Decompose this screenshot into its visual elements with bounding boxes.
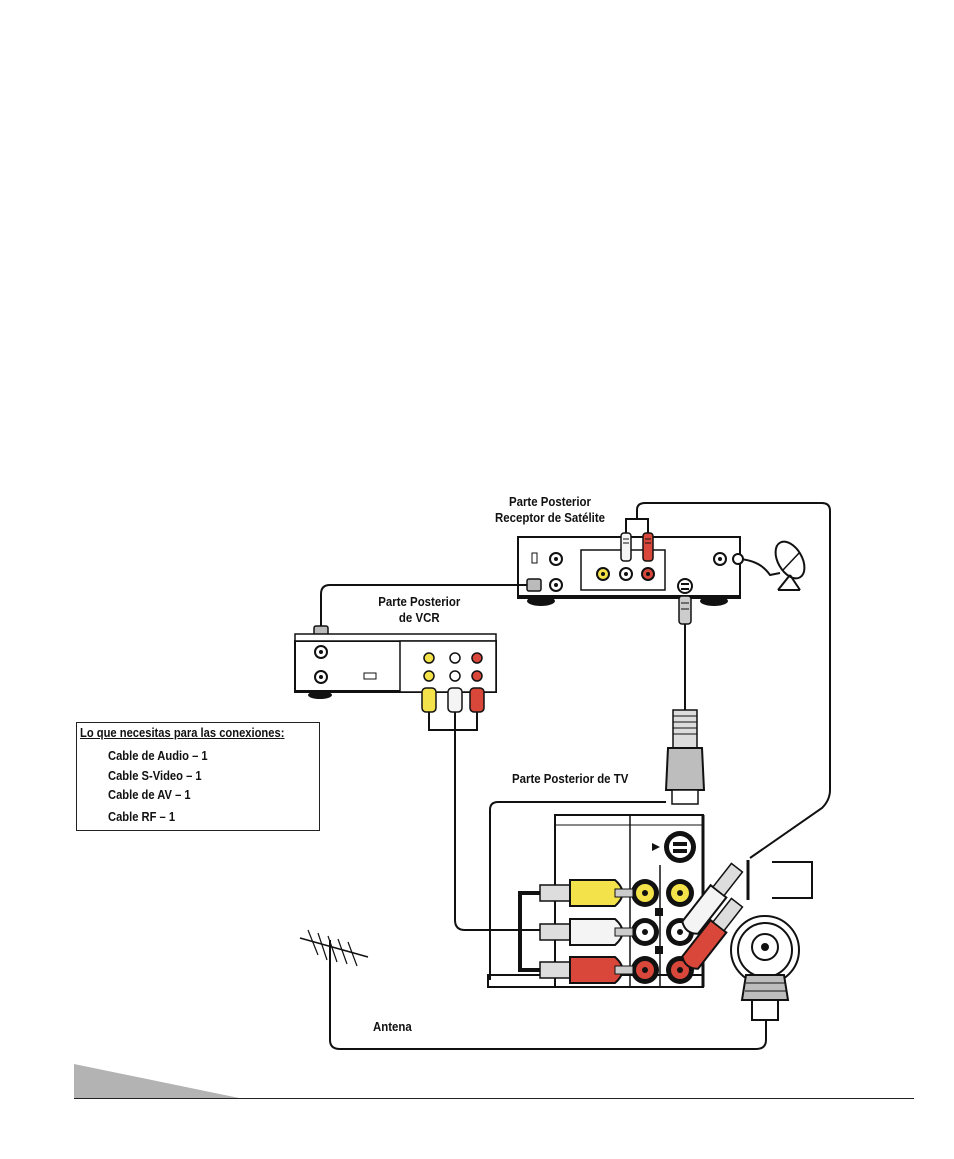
needs-item-av-cable: Cable de AV – 1: [108, 787, 191, 802]
needs-title-text: Lo que necesitas para las conexiones: [80, 725, 281, 740]
vcr-header-line2: de VCR: [398, 610, 440, 625]
needs-title: Lo que necesitas para las conexiones:: [80, 725, 284, 740]
needs-item-audio-cable: Cable de Audio – 1: [108, 748, 208, 763]
satellite-audio-r-jack: [641, 567, 655, 581]
tv-antenna-input: [730, 915, 800, 1021]
tv-video-jacks: [631, 879, 694, 907]
vcr-header-line1: Parte Posterior: [378, 594, 461, 609]
needs-item-svideo-cable: Cable S-Video – 1: [108, 768, 202, 783]
tv-header: Parte Posterior de TV: [512, 771, 629, 786]
satellite-audio-l-jack: [619, 567, 633, 581]
tv-svideo-jack: [652, 831, 696, 863]
vcr-av-jacks: [423, 652, 483, 682]
antenna-label: Antena: [373, 1019, 412, 1034]
satellite-video-out-jack: [596, 567, 610, 581]
antenna-icon: [299, 929, 369, 1040]
satellite-header: Parte Posterior Receptor de Satélite: [484, 494, 616, 526]
satellite-header-line2: Receptor de Satélite: [495, 510, 605, 525]
vcr-header: Parte Posterior de VCR: [370, 594, 469, 626]
antenna-cable: [329, 1020, 767, 1050]
satellite-svideo-jack: [677, 578, 693, 594]
footer-tab: [74, 1064, 244, 1099]
footer-rule: [74, 1098, 914, 1099]
satellite-header-line1: Parte Posterior: [508, 494, 592, 509]
satellite-dish: [732, 540, 806, 591]
needs-title-colon: :: [280, 725, 285, 740]
needs-box: Lo que necesitas para las conexiones: Ca…: [76, 722, 320, 831]
av-plugs-tv: [518, 879, 634, 984]
satellite-audio-plugs: [620, 502, 831, 859]
vcr: [294, 633, 497, 699]
needs-item-rf-cable: Cable RF – 1: [108, 809, 176, 824]
av-cable-vcr: [421, 687, 540, 931]
audio-plugs-tv: [681, 860, 813, 970]
svideo-cable: [664, 595, 706, 805]
